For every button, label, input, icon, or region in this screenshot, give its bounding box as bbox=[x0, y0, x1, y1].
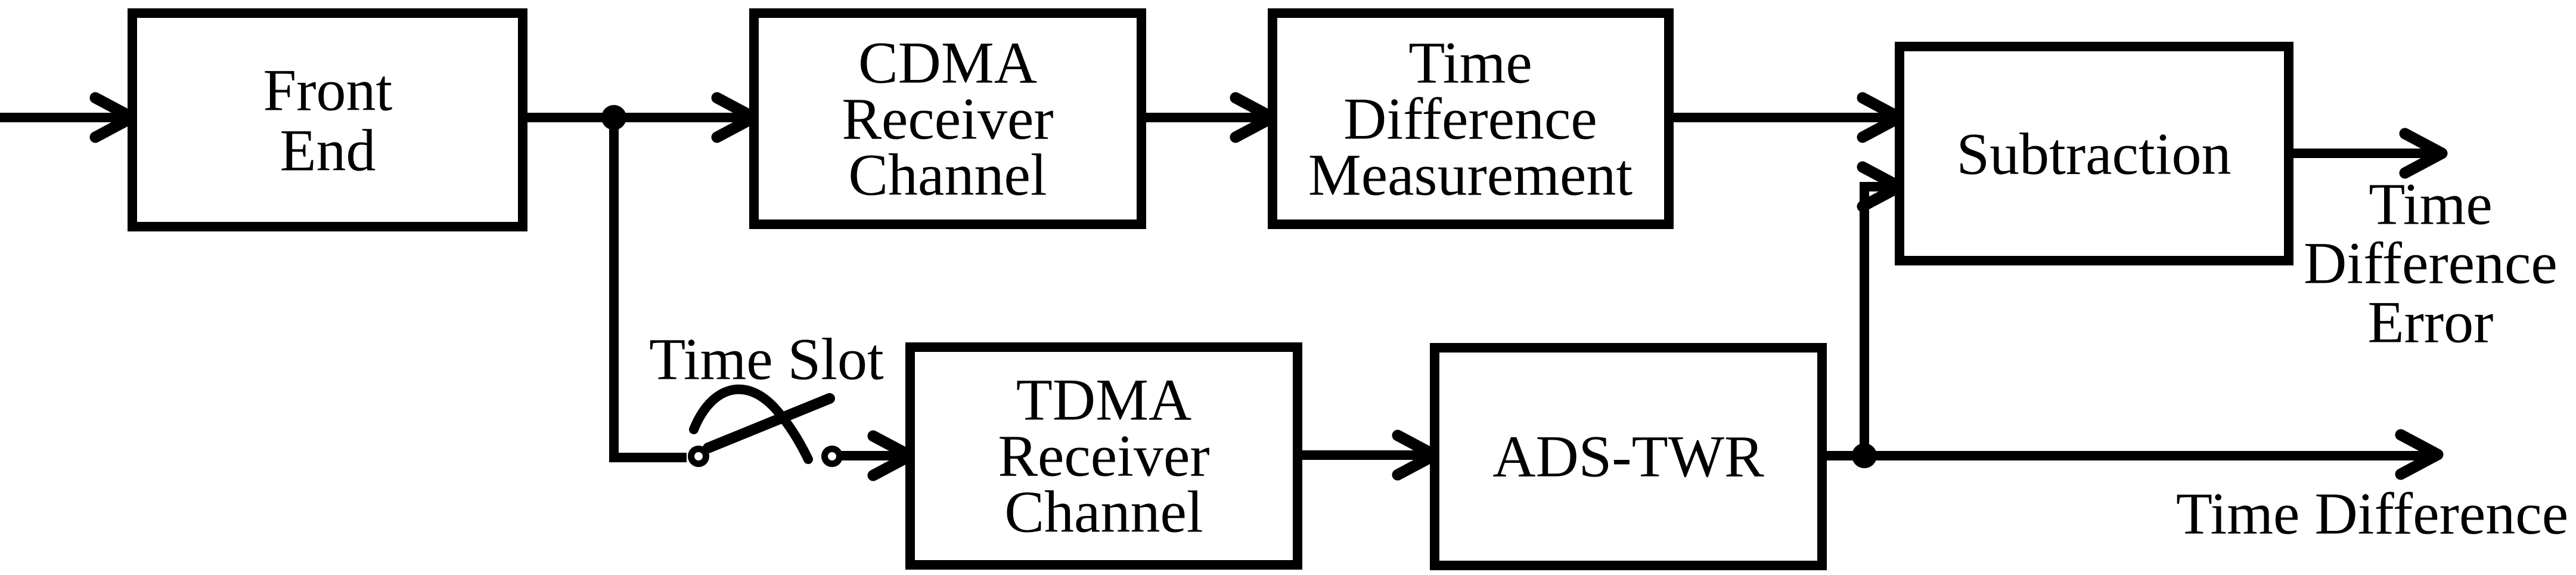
wire-junction-to-subtraction bbox=[1857, 161, 1905, 456]
front-end-box bbox=[128, 8, 527, 231]
cdma-label: Receiver bbox=[842, 86, 1053, 152]
time-difference-label: Time Difference bbox=[2176, 481, 2568, 547]
wire-branch-to-switch bbox=[609, 118, 687, 462]
wire-adstwr-to-time-difference-output bbox=[1822, 429, 2444, 480]
time-difference-measurement-box bbox=[1268, 8, 1674, 229]
subtraction-label: Subtraction bbox=[1956, 121, 2231, 187]
tdma-receiver-channel-block: TDMA Receiver Channel bbox=[905, 342, 1302, 570]
time-slot-switch bbox=[688, 384, 843, 467]
ads-twr-label: ADS-TWR bbox=[1492, 423, 1764, 490]
switch-contact-left-icon bbox=[688, 446, 709, 467]
time-difference-error-label: Time Difference Error bbox=[2304, 171, 2558, 355]
cdma-receiver-channel-box bbox=[749, 8, 1146, 229]
front-end-label: End bbox=[280, 118, 375, 184]
svg-text:Error: Error bbox=[2368, 289, 2494, 355]
front-end-block: Front End bbox=[128, 8, 527, 231]
measurement-label: Measurement bbox=[1308, 142, 1632, 208]
tdma-label: Receiver bbox=[998, 423, 1209, 489]
measurement-label: Time bbox=[1408, 30, 1532, 96]
subtraction-block: Subtraction bbox=[1895, 42, 2293, 265]
svg-text:Difference: Difference bbox=[2304, 230, 2558, 296]
switch-contact-right-icon bbox=[821, 446, 843, 467]
wire-switch-to-tdma bbox=[842, 430, 916, 481]
arrowhead-icon bbox=[2399, 128, 2448, 179]
subtraction-box bbox=[1895, 42, 2293, 265]
wire-frontend-to-cdma bbox=[523, 92, 760, 143]
cdma-receiver-channel-block: CDMA Receiver Channel bbox=[749, 8, 1146, 229]
ads-twr-block: ADS-TWR bbox=[1430, 343, 1827, 570]
ads-twr-box bbox=[1430, 343, 1827, 570]
input-arrow bbox=[0, 92, 138, 143]
tdma-receiver-channel-box bbox=[905, 342, 1302, 570]
cdma-label: Channel bbox=[848, 142, 1047, 208]
time-slot-label: Time Slot bbox=[649, 326, 884, 392]
arrowhead-icon bbox=[2395, 429, 2444, 480]
switch-arc-icon bbox=[689, 384, 813, 464]
measurement-label: Difference bbox=[1343, 86, 1597, 152]
front-end-label: Front bbox=[263, 57, 393, 123]
svg-text:Time: Time bbox=[2369, 171, 2493, 237]
wire-cdma-to-measurement bbox=[1141, 92, 1278, 143]
switch-blade-icon bbox=[703, 393, 835, 453]
wire-tdma-to-adstwr bbox=[1298, 429, 1441, 481]
wire-measurement-to-subtraction bbox=[1669, 92, 1905, 143]
tdma-label: Channel bbox=[1004, 479, 1203, 545]
tdma-label: TDMA bbox=[1016, 367, 1191, 433]
wire-shaft bbox=[1860, 182, 1895, 456]
wire-subtraction-output bbox=[2289, 128, 2448, 179]
time-difference-measurement-block: Time Difference Measurement bbox=[1268, 8, 1674, 229]
cdma-label: CDMA bbox=[858, 30, 1037, 96]
